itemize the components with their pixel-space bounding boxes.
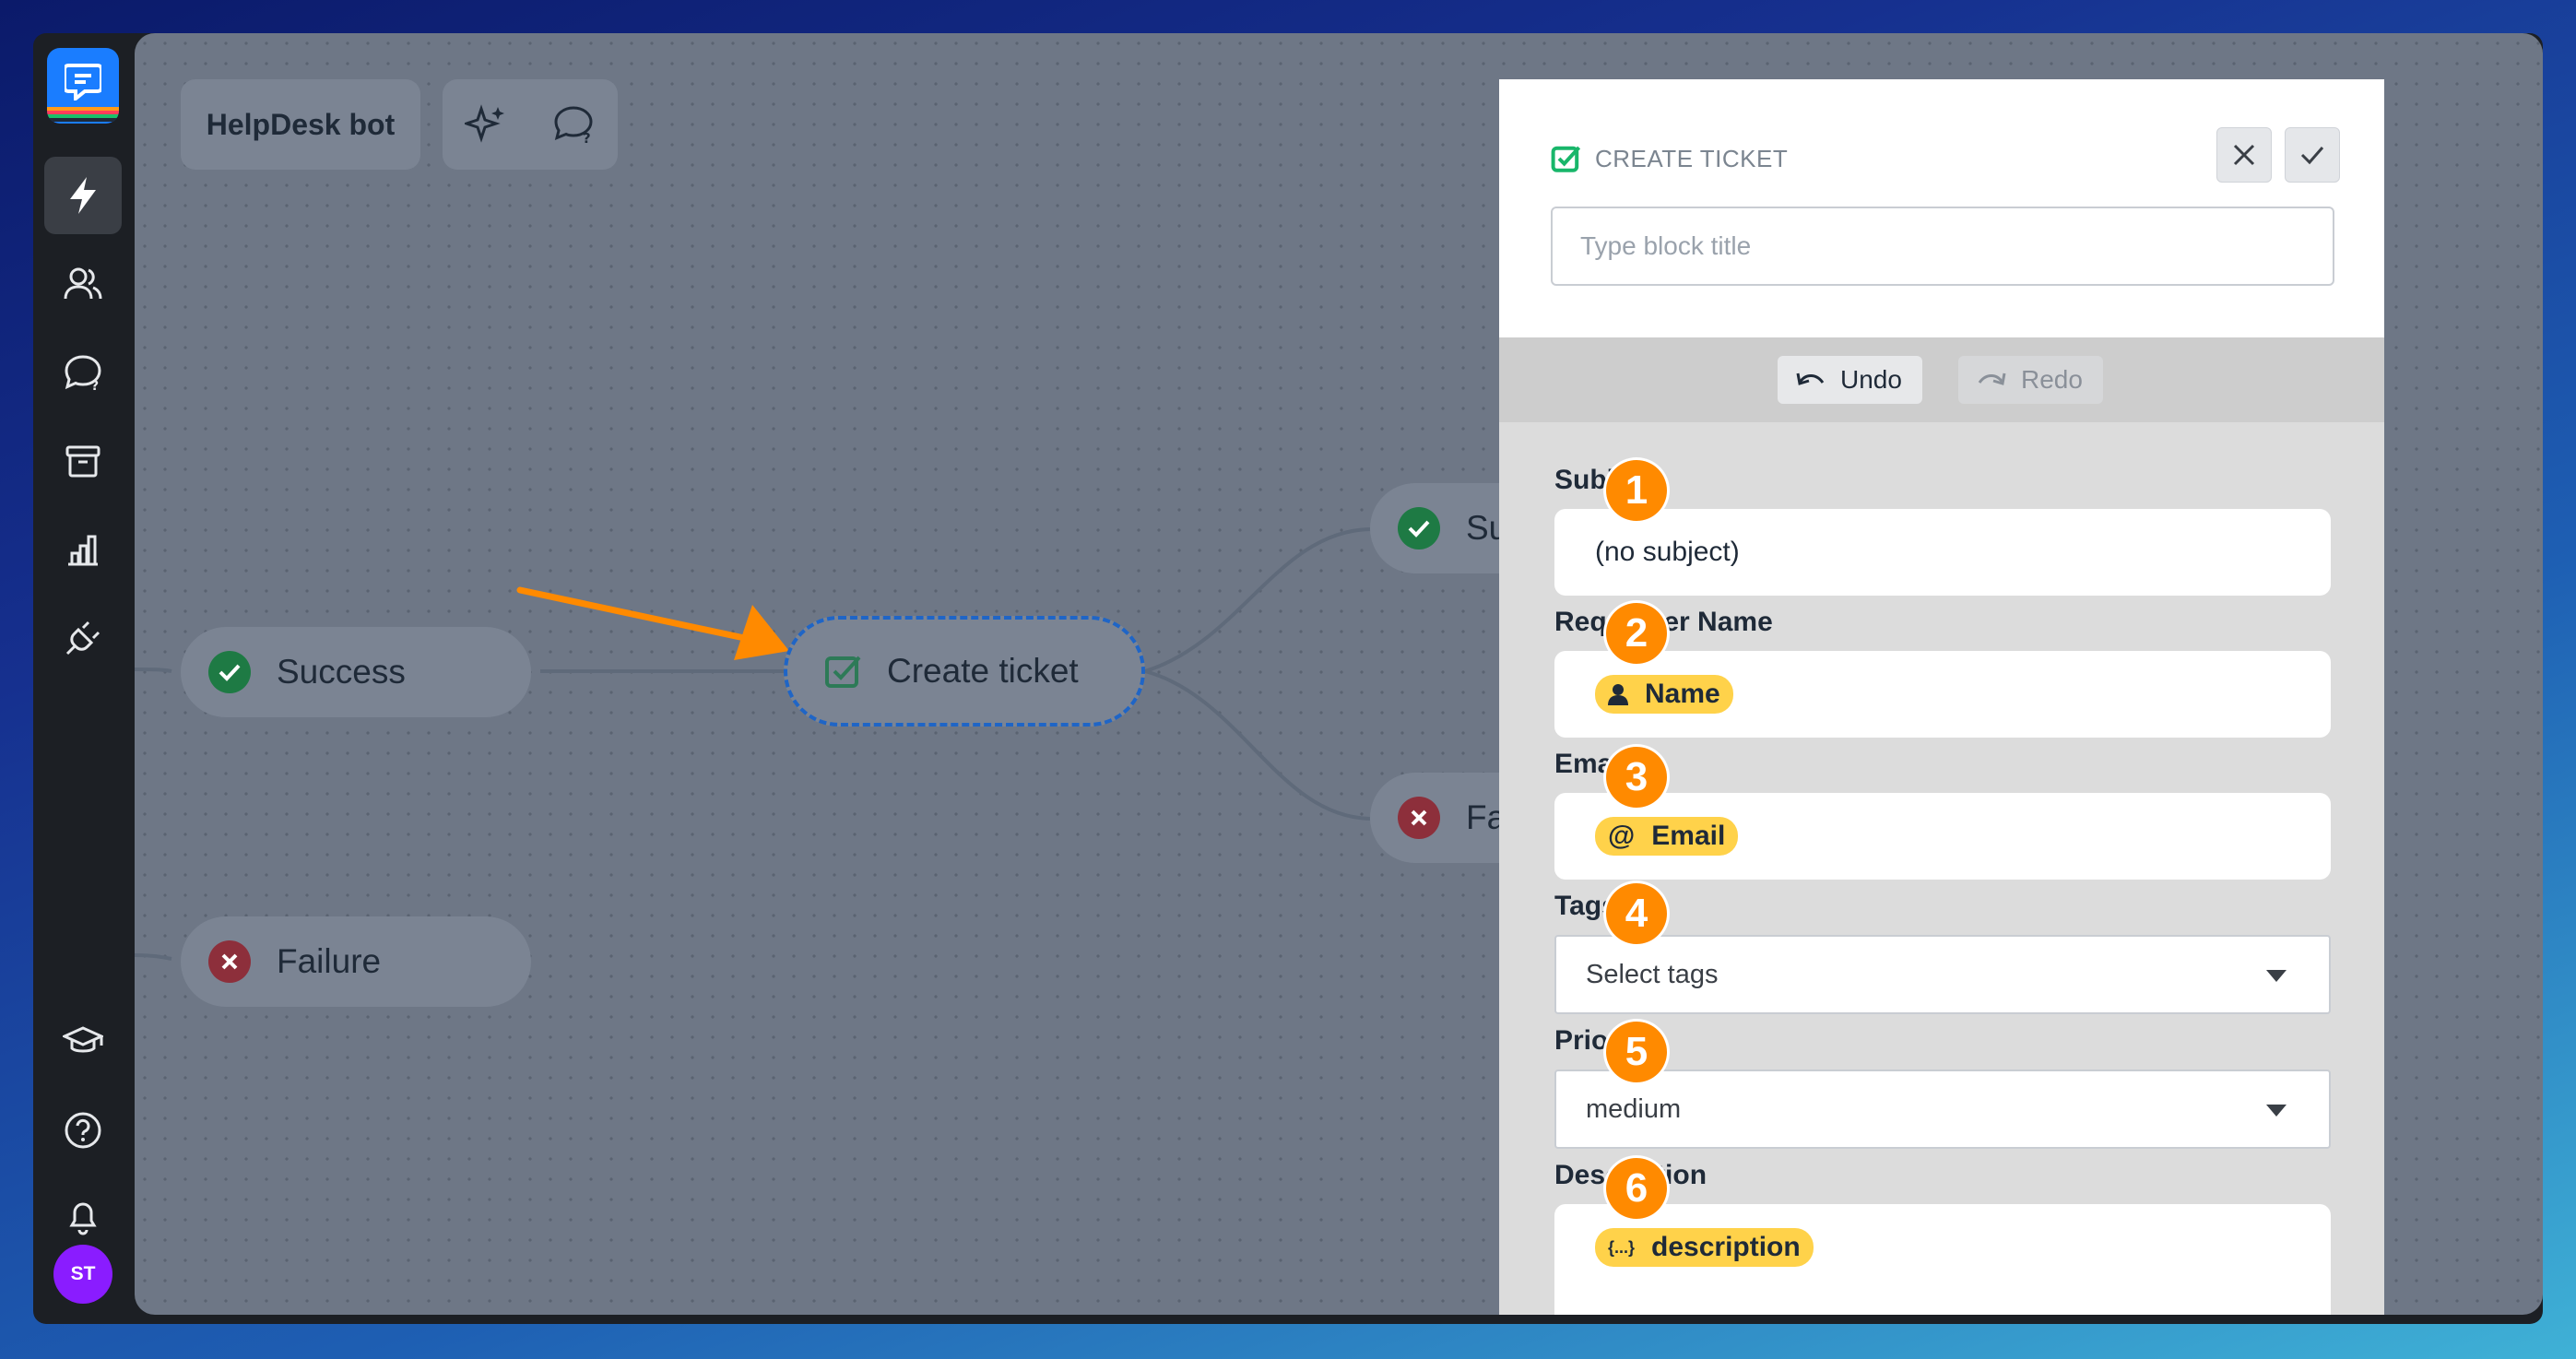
redo-icon bbox=[1978, 372, 2006, 385]
chevron-down-icon bbox=[2266, 970, 2286, 982]
chat-logo-icon bbox=[65, 64, 101, 100]
tags-select[interactable]: Select tags bbox=[1554, 935, 2331, 1014]
academy-cap-icon bbox=[63, 1026, 103, 1053]
subject-field[interactable]: (no subject) bbox=[1554, 509, 2331, 596]
callout-badge-2: 2 bbox=[1606, 603, 1667, 664]
nav-archive[interactable] bbox=[44, 422, 122, 500]
priority-value: medium bbox=[1586, 1093, 1682, 1124]
panel-header: CREATE TICKET bbox=[1499, 79, 2384, 337]
customers-icon bbox=[64, 267, 102, 300]
chats-icon: ? bbox=[65, 355, 101, 392]
close-button[interactable] bbox=[2216, 127, 2272, 183]
nav-integrations[interactable] bbox=[44, 599, 122, 677]
integrations-plug-icon bbox=[65, 620, 100, 656]
block-title-input[interactable] bbox=[1551, 207, 2334, 286]
nav-automation[interactable] bbox=[44, 157, 122, 234]
description-field[interactable]: {...} description bbox=[1554, 1204, 2331, 1315]
nav-help[interactable] bbox=[44, 1092, 122, 1169]
sidebar: ? bbox=[33, 33, 135, 1324]
check-icon bbox=[2300, 147, 2324, 165]
nav-reports[interactable] bbox=[44, 511, 122, 588]
history-bar: Undo Redo bbox=[1499, 337, 2384, 422]
app-logo[interactable] bbox=[47, 48, 119, 124]
node-label: Success bbox=[277, 653, 406, 691]
help-icon bbox=[65, 1112, 101, 1149]
svg-text:?: ? bbox=[583, 130, 591, 145]
user-avatar[interactable]: ST bbox=[53, 1245, 112, 1304]
requester-field[interactable]: Name bbox=[1554, 651, 2331, 738]
app-window: ? bbox=[33, 33, 2543, 1324]
nav-academy[interactable] bbox=[44, 1003, 122, 1081]
success-check-icon bbox=[208, 651, 251, 693]
redo-button[interactable]: Redo bbox=[1958, 356, 2103, 404]
person-icon bbox=[1608, 684, 1628, 705]
ai-sparkles-icon[interactable] bbox=[465, 103, 507, 146]
test-chat-icon[interactable]: ? bbox=[551, 104, 596, 145]
nav-chats[interactable]: ? bbox=[44, 334, 122, 411]
node-success-left[interactable]: Success bbox=[181, 627, 531, 717]
bot-name-pill[interactable]: HelpDesk bot bbox=[181, 79, 420, 170]
chevron-down-icon bbox=[2266, 1105, 2286, 1117]
callout-badge-4: 4 bbox=[1606, 883, 1667, 944]
confirm-button[interactable] bbox=[2285, 127, 2340, 183]
archive-icon bbox=[65, 445, 100, 478]
node-failure-left[interactable]: Failure bbox=[181, 916, 531, 1007]
subject-value: (no subject) bbox=[1595, 537, 1740, 567]
node-create-ticket[interactable]: Create ticket bbox=[784, 616, 1145, 727]
description-variable-chip[interactable]: {...} description bbox=[1595, 1228, 1814, 1267]
reports-icon bbox=[68, 535, 98, 566]
close-icon bbox=[2233, 144, 2255, 166]
at-icon: @ bbox=[1608, 821, 1636, 851]
node-label: Create ticket bbox=[887, 652, 1079, 690]
failure-x-icon bbox=[1398, 797, 1440, 839]
nav-customers[interactable] bbox=[44, 245, 122, 323]
ticket-check-icon bbox=[1551, 146, 1581, 172]
tags-placeholder: Select tags bbox=[1586, 959, 1719, 989]
undo-icon bbox=[1796, 372, 1825, 385]
callout-badge-1: 1 bbox=[1606, 460, 1667, 521]
nav-notifications[interactable] bbox=[44, 1178, 122, 1256]
callout-badge-6: 6 bbox=[1606, 1158, 1667, 1219]
ticket-check-icon bbox=[825, 656, 861, 688]
email-variable-chip[interactable]: @ Email bbox=[1595, 817, 1739, 856]
failure-x-icon bbox=[208, 940, 251, 983]
email-field[interactable]: @ Email bbox=[1554, 793, 2331, 880]
success-check-icon bbox=[1398, 507, 1440, 550]
callout-badge-3: 3 bbox=[1606, 747, 1667, 808]
create-ticket-panel: CREATE TICKET Undo Redo Subject (no subj… bbox=[1499, 79, 2384, 1315]
canvas-toolbar: ? bbox=[443, 79, 618, 170]
notifications-bell-icon bbox=[69, 1202, 97, 1235]
node-label: Failure bbox=[277, 942, 382, 980]
flow-connections bbox=[135, 527, 1371, 961]
undo-button[interactable]: Undo bbox=[1778, 356, 1922, 404]
panel-title: CREATE TICKET bbox=[1551, 144, 1788, 173]
callout-badge-5: 5 bbox=[1606, 1022, 1667, 1082]
variable-braces-icon: {...} bbox=[1608, 1237, 1636, 1257]
automation-bolt-icon bbox=[70, 177, 96, 214]
svg-text:?: ? bbox=[91, 379, 99, 392]
name-variable-chip[interactable]: Name bbox=[1595, 675, 1733, 714]
priority-select[interactable]: medium bbox=[1554, 1069, 2331, 1149]
